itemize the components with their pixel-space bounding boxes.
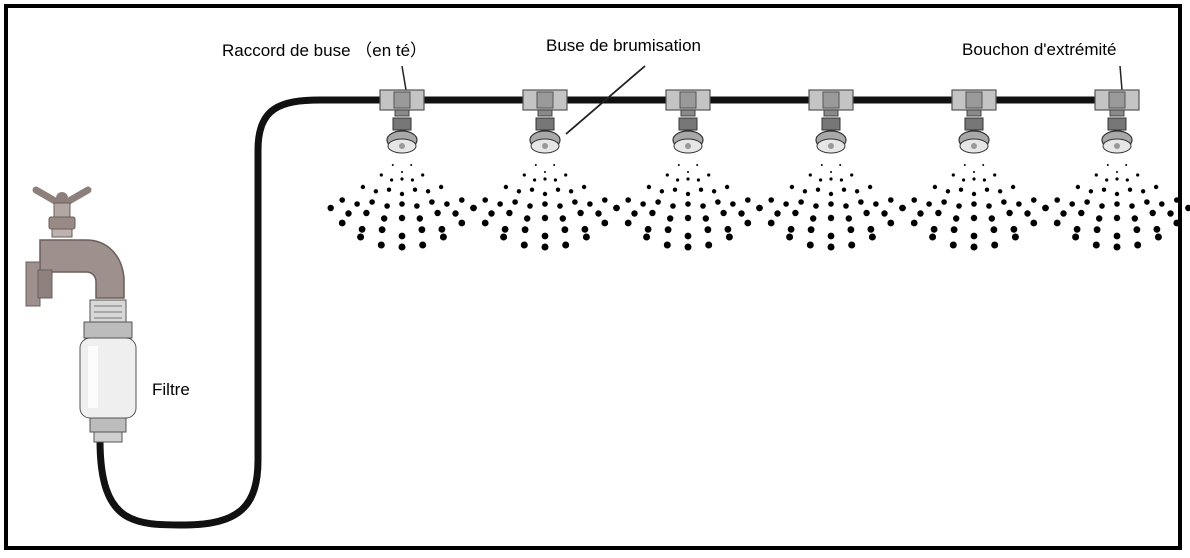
nozzle-connector-label: Raccord de buse （en té） xyxy=(222,41,428,60)
misting-nozzle xyxy=(958,117,990,154)
filter-label: Filtre xyxy=(152,380,190,399)
end-cap-label: Bouchon d'extrémité xyxy=(962,40,1117,59)
misting-nozzle xyxy=(815,117,847,154)
filter-icon xyxy=(79,299,137,443)
mist-spray xyxy=(613,164,763,251)
nozzle-assembly xyxy=(899,89,1049,251)
nozzle-assembly xyxy=(470,89,620,251)
mist-spray xyxy=(327,164,477,251)
connector-pointer xyxy=(401,65,407,91)
misting-nozzle xyxy=(386,117,418,154)
misting-nozzle xyxy=(1101,117,1133,154)
hose xyxy=(96,96,1124,529)
mist-spray xyxy=(470,164,620,251)
nozzle-assembly xyxy=(613,89,763,251)
misting-nozzle xyxy=(672,117,704,154)
mist-spray xyxy=(899,164,1049,251)
nozzle-pointer xyxy=(565,65,646,135)
diagram-frame xyxy=(4,4,1182,550)
mist-spray xyxy=(1042,164,1190,251)
endcap-pointer xyxy=(1119,65,1123,91)
nozzle-assembly xyxy=(756,89,906,251)
misting-nozzle xyxy=(529,117,561,154)
tap-icon xyxy=(25,186,125,307)
mist-spray xyxy=(756,164,906,251)
misting-nozzle-label: Buse de brumisation xyxy=(546,36,701,55)
nozzle-assembly xyxy=(1042,89,1190,251)
nozzle-assembly xyxy=(327,89,477,251)
